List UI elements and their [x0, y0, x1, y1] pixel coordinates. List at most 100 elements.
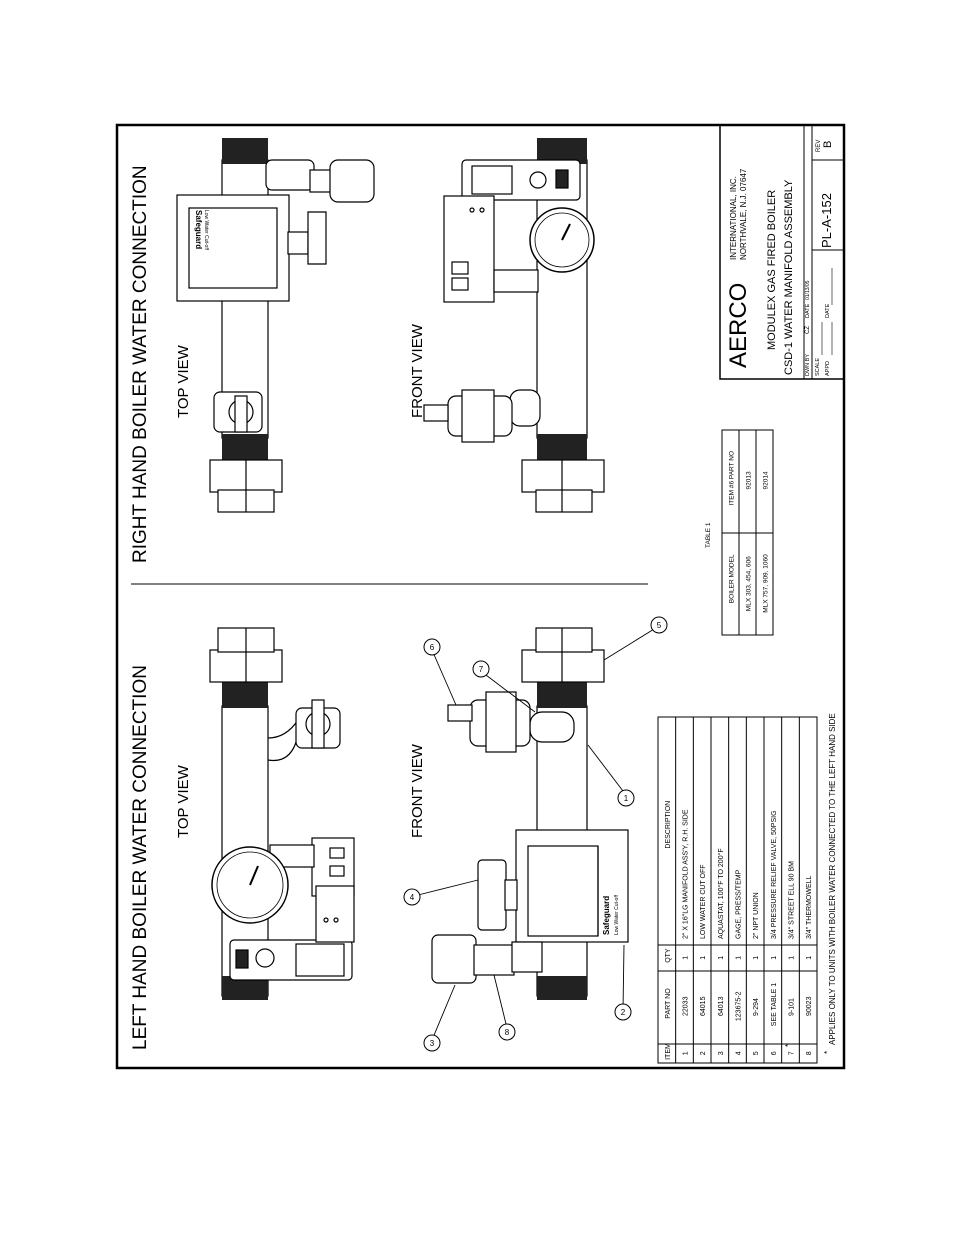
- parts-row-7-col-0: 7: [789, 1051, 796, 1055]
- parts-row-1-col-0: 1: [683, 1051, 690, 1055]
- balloon-4: 4: [403, 879, 479, 906]
- date-value: 01/13/05: [805, 280, 811, 300]
- parts-row-2-col-1: 64015: [700, 996, 707, 1016]
- parts-header-2: QTY: [665, 948, 672, 963]
- parts-row-3-col-3: AQUASTAT, 100°F TO 200°F: [717, 848, 725, 939]
- balloon-8-label: 8: [505, 1028, 510, 1037]
- lwco-top-right: [176, 159, 375, 302]
- balloon-5-label: 5: [657, 621, 662, 630]
- balloon-3: 3: [423, 984, 456, 1052]
- balloon-7: 7: [472, 660, 536, 713]
- drawing-border: [115, 123, 846, 1070]
- safeguard-brand-label-right: Safeguard: [194, 210, 203, 249]
- scale-label: SCALE: [815, 358, 821, 376]
- lwco-front: [515, 829, 629, 943]
- parts-row-4-col-2: 1: [736, 956, 743, 960]
- union-fitting-front-right: [521, 459, 605, 513]
- table-1-header-1: ITEM #6 PART NO: [729, 451, 736, 506]
- label-top-view-right: TOP VIEW: [175, 344, 192, 418]
- union-fitting-front: [521, 627, 605, 683]
- relief-valve-side-view: [267, 699, 341, 762]
- parts-row-8-col-1: 90023: [806, 996, 813, 1016]
- parts-header-3: DESCRIPTION: [665, 801, 672, 849]
- table-1-row-1-col-1: 92013: [746, 471, 753, 489]
- parts-table-note: APPLIES ONLY TO UNITS WITH BOILER WATER …: [828, 713, 837, 1045]
- gauge-front-right: [529, 207, 595, 273]
- rev-label: REV: [816, 140, 822, 152]
- balloon-1-label: 1: [624, 794, 629, 803]
- balloon-3-label: 3: [430, 1039, 435, 1048]
- pipe-thread-union-side: [222, 434, 268, 460]
- parts-row-8-col-3: 3/4" THERMOWELL: [806, 875, 813, 939]
- parts-row-5-col-1: 9-294: [753, 998, 760, 1016]
- manifold-pipe: [536, 159, 588, 439]
- parts-row-7-col-2: 1: [789, 956, 796, 960]
- pipe-thread-union-side: [537, 434, 587, 460]
- parts-row-6-col-3: 3/4 PRESSURE RELIEF VALVE, 50PSIG: [771, 810, 778, 939]
- balloon-2: 2: [614, 944, 632, 1021]
- left-top-view: [209, 627, 355, 1000]
- parts-row-3-col-0: 3: [718, 1051, 725, 1055]
- balloon-1: 1: [587, 744, 635, 807]
- drawing-number: PL-A-152: [819, 193, 834, 248]
- parts-row-6-col-0: 6: [771, 1051, 778, 1055]
- title-block: AERCO INTERNATIONAL, INC. NORTHVALE, N.J…: [719, 124, 845, 380]
- parts-row-4-col-3: GAGE, PRESS/TEMP: [736, 869, 743, 939]
- balloon-6-label: 6: [430, 643, 435, 652]
- safeguard-sub-label-right: Low Water Cut-off: [203, 210, 209, 251]
- parts-row-2-col-0: 2: [700, 1051, 707, 1055]
- safeguard-sub-label: Low Water Cut-off: [614, 894, 620, 935]
- relief-valve-top-right: [213, 391, 263, 433]
- balloon-2-label: 2: [621, 1008, 626, 1017]
- drawn-by-value: CZ: [805, 326, 811, 334]
- left-front-view: Safeguard Low Water Cut-off: [431, 627, 629, 1000]
- company-line-1: INTERNATIONAL, INC.: [729, 176, 738, 260]
- parts-table-grid: [657, 716, 818, 1064]
- table-1-row-2-col-1: 92014: [763, 471, 770, 489]
- balloon-6: 6: [423, 638, 457, 706]
- aquastat-front: [431, 934, 543, 984]
- balloon-5: 5: [603, 616, 668, 661]
- right-top-view: Safeguard Low Water Cut-off: [176, 138, 375, 513]
- parts-row-2-col-3: LOW WATER CUT OFF: [700, 864, 707, 939]
- label-top-view-left: TOP VIEW: [175, 764, 192, 838]
- parts-row-7-col-1: 9-101: [789, 998, 796, 1016]
- parts-row-5-col-2: 1: [753, 956, 760, 960]
- label-front-view-left: FRONT VIEW: [409, 743, 426, 838]
- parts-table-star: *: [784, 1044, 793, 1047]
- company-name: AERCO: [725, 283, 752, 368]
- parts-row-6-col-1: SEE TABLE 1: [771, 983, 778, 1026]
- company-line-2: NORTHVALE, N.J. 07647: [739, 168, 748, 260]
- parts-table-star-note: *: [823, 1051, 832, 1054]
- parts-row-3-col-2: 1: [718, 956, 725, 960]
- heading-right: RIGHT HAND BOILER WATER CONNECTION: [130, 165, 151, 563]
- aquastat-front-right: [443, 159, 581, 303]
- table-1-row-2-col-0: MLX 757, 909, 1060: [763, 554, 770, 613]
- parts-row-4-col-0: 4: [736, 1051, 743, 1055]
- date-label: DATE: [805, 303, 811, 318]
- drawing-title-2: CSD-1 WATER MANIFOLD ASSEMBLY: [783, 179, 795, 375]
- balloon-group: 1 2 3 4 5 6 7: [403, 616, 668, 1052]
- parts-row-6-col-2: 1: [771, 956, 778, 960]
- pipe-thread-union-side: [537, 682, 587, 708]
- parts-row-3-col-1: 64013: [718, 996, 725, 1016]
- date-label-2: DATE: [825, 303, 831, 318]
- relief-valve-front-right: [423, 389, 541, 443]
- drawn-by-label: DWN BY: [805, 354, 811, 376]
- heading-left: LEFT HAND BOILER WATER CONNECTION: [130, 665, 151, 1050]
- gauge-edge-front: [477, 859, 518, 931]
- pipe-thread-union-side: [222, 682, 268, 708]
- parts-row-1-col-3: 2" X 16"LG MANIFOLD ASS'Y, R.H. SIDE: [683, 809, 690, 939]
- balloon-4-label: 4: [410, 893, 415, 902]
- table-1-title: TABLE 1: [705, 522, 712, 548]
- aquastat-top: [229, 885, 355, 981]
- union-fitting: [209, 627, 283, 683]
- rev-value: B: [822, 141, 834, 148]
- parts-row-5-col-0: 5: [753, 1051, 760, 1055]
- union-fitting-right: [209, 459, 283, 513]
